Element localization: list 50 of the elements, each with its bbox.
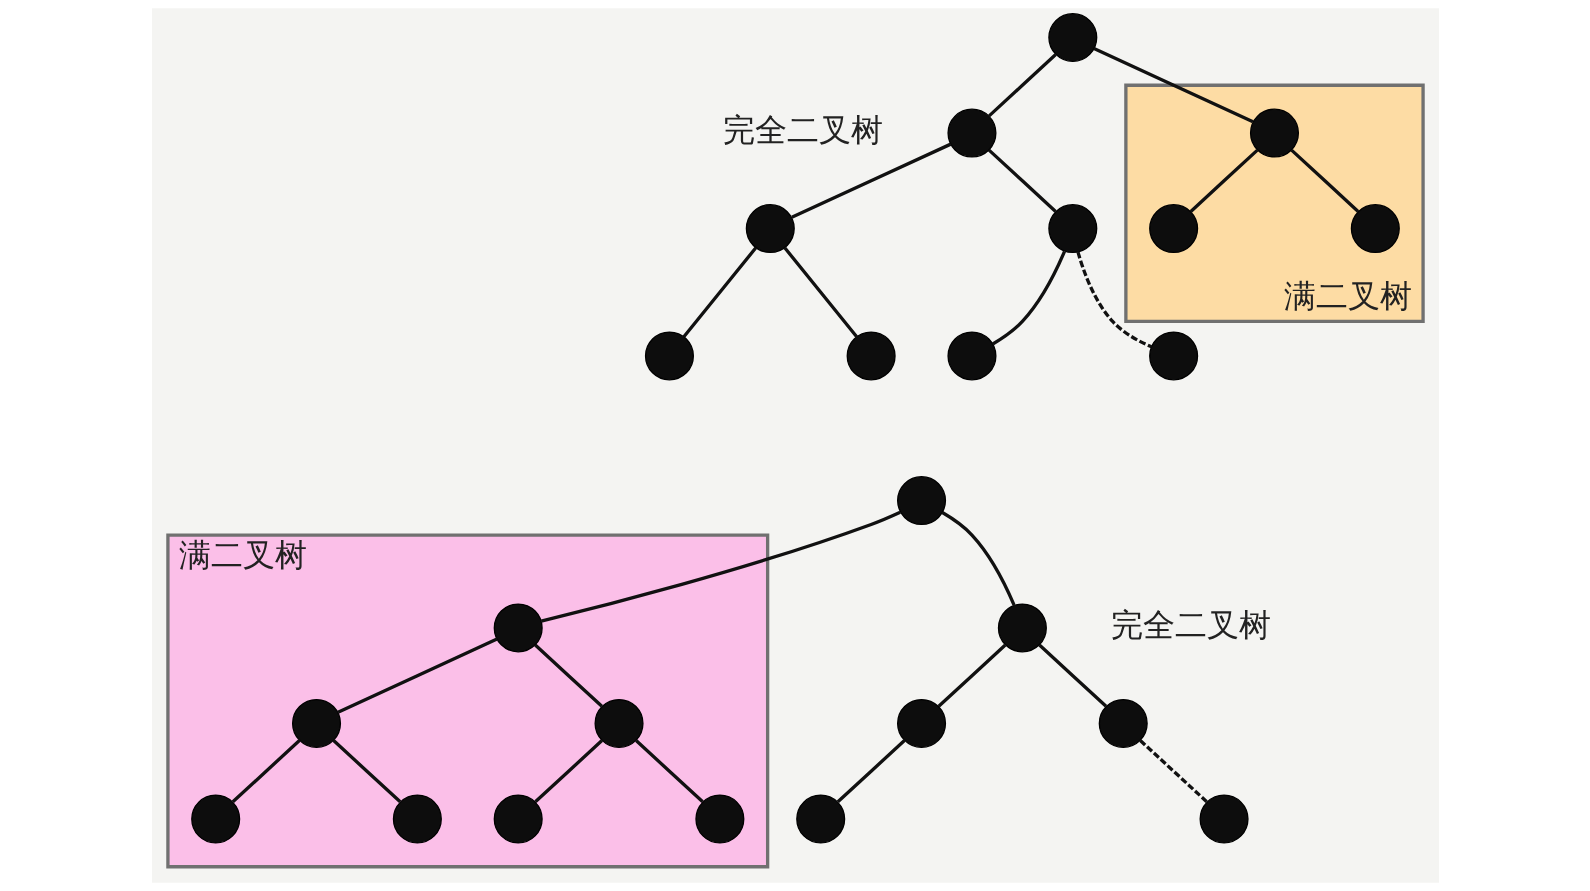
node-circle [896, 698, 946, 748]
connector [1138, 739, 1208, 804]
cluster: 满二叉树 [1123, 83, 1425, 324]
node-circle [1148, 204, 1198, 254]
node-circle [1148, 331, 1198, 381]
connector [941, 511, 1016, 606]
connector [332, 739, 401, 804]
node-circle [392, 794, 442, 844]
cluster: 满二叉树 [165, 533, 769, 869]
connector [987, 148, 1057, 213]
connector [533, 643, 603, 708]
node-circle [946, 331, 996, 381]
node-circle [291, 698, 341, 748]
node-circle [190, 794, 240, 844]
node-circle [795, 794, 845, 844]
connector [987, 53, 1057, 118]
label: 完全二叉树 [1110, 606, 1271, 645]
connector [336, 637, 498, 714]
node-circle [846, 331, 896, 381]
connector [634, 739, 704, 804]
connector [231, 739, 301, 804]
connector [1037, 643, 1107, 708]
node-circle [1047, 204, 1097, 254]
node-circle [1047, 12, 1097, 63]
connector [533, 739, 603, 804]
connector [682, 246, 757, 338]
connector [1075, 251, 1152, 349]
node-circle [1199, 794, 1249, 844]
node-circle [1249, 108, 1299, 158]
node-circle [1098, 698, 1148, 748]
node-circle [997, 603, 1047, 653]
node-circle [946, 108, 996, 158]
connector [937, 643, 1006, 708]
connector [540, 510, 901, 623]
node-circle [594, 698, 644, 748]
node-circle [493, 794, 543, 844]
connector [836, 739, 906, 804]
connector [1092, 47, 1254, 124]
node-circle [1350, 204, 1400, 254]
node-circle [694, 794, 744, 844]
connector [782, 246, 858, 338]
node-circle [896, 476, 946, 526]
node-circle [745, 204, 795, 254]
node-circle [493, 603, 543, 653]
connector [1289, 148, 1359, 213]
label: 完全二叉树 [722, 111, 883, 150]
connector [1189, 148, 1258, 213]
connector [790, 142, 951, 219]
node-circle [644, 331, 694, 381]
connector [991, 250, 1066, 346]
